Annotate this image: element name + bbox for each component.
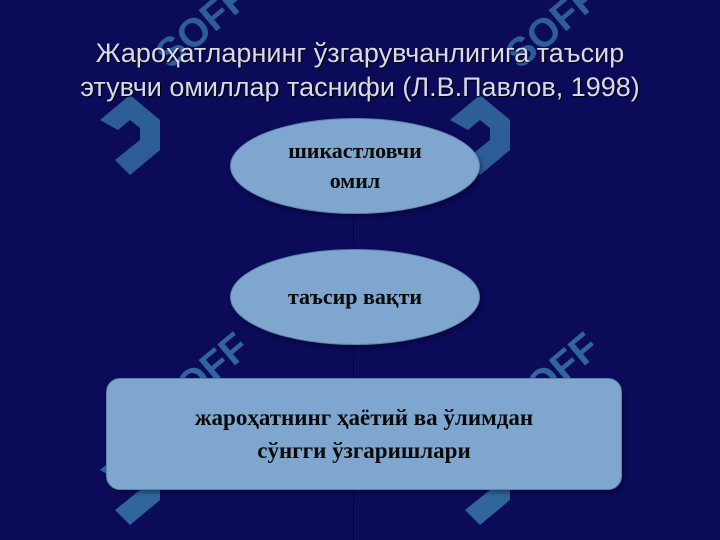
- slide-title: Жароҳатларнинг ўзгарувчанлигига таъсир э…: [40, 36, 680, 104]
- node-injuring-factor: шикастловчи омил: [230, 118, 480, 214]
- connector-line-2: [353, 342, 354, 380]
- slide-title-line-2: этувчи омиллар таснифи (Л.В.Павлов, 1998…: [80, 72, 640, 102]
- node-injury-changes-line-2: сўнгги ўзгаришлари: [257, 438, 471, 463]
- node-injuring-factor-line-1: шикастловчи: [288, 138, 422, 163]
- slide-title-line-1: Жароҳатларнинг ўзгарувчанлигига таъсир: [95, 38, 625, 68]
- node-injury-changes-line-1: жароҳатнинг ҳаётий ва ўлимдан: [194, 405, 534, 430]
- node-injury-changes: жароҳатнинг ҳаётий ва ўлимдан сўнгги ўзг…: [106, 378, 622, 490]
- connector-line-3: [353, 488, 354, 540]
- node-exposure-time-label: таъсир вақти: [287, 284, 423, 309]
- node-exposure-time: таъсир вақти: [230, 249, 480, 345]
- node-injuring-factor-line-2: омил: [329, 168, 381, 193]
- connector-line-1: [353, 212, 354, 250]
